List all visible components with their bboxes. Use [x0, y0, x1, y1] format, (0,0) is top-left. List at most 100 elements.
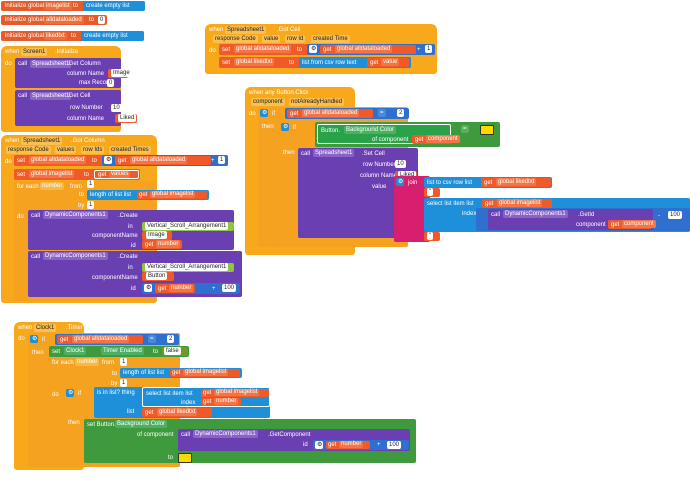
get-component-call-block[interactable]: call DynamicComponents1 .GetComponent id… [178, 429, 410, 451]
var-name[interactable]: imagelist [44, 2, 72, 10]
var-selector[interactable]: global alldataloaded [335, 45, 393, 53]
get-variable-block[interactable]: get component [608, 220, 656, 229]
mutator-gear-icon[interactable]: ⚙ [309, 45, 317, 53]
get-variable-block[interactable]: get values [94, 170, 139, 179]
set-imagelist-block[interactable]: set global imagelist to get values [14, 169, 140, 180]
var-selector[interactable]: global imagelist [497, 199, 543, 207]
loop-var[interactable]: number [40, 182, 65, 190]
var-selector[interactable]: value [381, 58, 400, 66]
var-selector[interactable]: global alldataloaded [29, 156, 87, 164]
component-selector[interactable]: DynamicComponents1 [193, 430, 258, 438]
var-selector[interactable]: global imagelist [150, 191, 196, 198]
var-selector[interactable]: global likedtxt [157, 408, 198, 416]
param-created-times[interactable]: created Times [109, 146, 151, 154]
component-selector[interactable]: DynamicComponents1 [503, 210, 568, 218]
get-variable-block[interactable]: get global alldataloaded [115, 156, 211, 165]
text-quote-block-1[interactable]: " [424, 188, 440, 197]
var-name[interactable]: alldataloaded [44, 16, 84, 24]
property-selector[interactable]: Background Color [344, 126, 397, 134]
param-values[interactable]: values [55, 146, 77, 154]
number-value[interactable]: 0 [107, 79, 115, 87]
var-selector[interactable]: global alldataloaded [234, 45, 292, 53]
var-selector[interactable]: component [426, 135, 460, 143]
eq-operator-dropdown[interactable]: = [461, 125, 469, 133]
boolean-dropdown[interactable]: false [164, 347, 181, 355]
set-any-button-background-block[interactable]: set Button. Background Color of componen… [84, 419, 416, 463]
get-id-call-block[interactable]: call DynamicComponents1 .GetId component… [488, 209, 656, 230]
text-value[interactable]: Liked [398, 171, 417, 179]
select-list-item-block[interactable]: select list item list get global imageli… [142, 387, 270, 407]
eq-operator-dropdown[interactable]: = [148, 335, 156, 343]
var-name[interactable]: likedtxt [44, 32, 67, 40]
number-value[interactable]: 1 [218, 156, 226, 164]
compare-block[interactable]: get global alldataloaded = 2 [55, 334, 179, 345]
get-variable-block[interactable]: get number [201, 398, 241, 406]
var-selector[interactable]: number [156, 240, 181, 248]
set-alldataloaded-block[interactable]: set global alldataloaded to ⚙ get global… [14, 155, 228, 166]
compare-color-block[interactable]: Button. Background Color of component ge… [315, 122, 500, 147]
init-global-alldataloaded-block[interactable]: initialize global alldataloaded to 0 [1, 15, 107, 25]
var-selector[interactable]: global alldataloaded [130, 156, 188, 164]
text-block[interactable]: Liked [115, 114, 137, 123]
text-block[interactable]: Image [142, 231, 172, 240]
mutator-gear-icon[interactable]: ⚙ [281, 123, 289, 131]
number-value[interactable]: 2 [397, 109, 405, 117]
addition-block[interactable]: ⚙ get global alldataloaded + 1 [102, 155, 228, 166]
number-value[interactable]: 10 [111, 104, 122, 112]
yellow-color-swatch[interactable] [480, 125, 494, 135]
var-selector[interactable]: number [169, 284, 194, 292]
get-cell-call-block[interactable]: call Spreadsheet1 .Get Cell row Number 1… [15, 90, 137, 126]
list-from-csv-row-block[interactable]: list from csv row text get value [299, 57, 411, 68]
get-variable-block[interactable]: get global imagelist [137, 191, 207, 199]
number-value[interactable]: 100 [222, 284, 237, 292]
select-list-item-block[interactable]: select list item list get global imageli… [424, 198, 690, 232]
get-variable-block[interactable]: get number [326, 441, 370, 449]
compare-block[interactable]: get global alldataloaded = 2 [285, 108, 409, 119]
number-value[interactable]: 100 [387, 441, 402, 449]
subtraction-block[interactable]: call DynamicComponents1 .GetId component… [476, 208, 690, 231]
text-block[interactable]: Liked [395, 171, 417, 180]
get-variable-block[interactable]: get number [142, 240, 182, 249]
number-value[interactable]: 1 [120, 358, 128, 366]
property-selector[interactable]: Background Color [115, 420, 168, 428]
component-selector[interactable]: DynamicComponents1 [43, 211, 108, 219]
component-block[interactable]: Vertical_Scroll_Arrangement1 [142, 263, 234, 272]
mutator-gear-icon[interactable]: ⚙ [66, 389, 74, 397]
get-variable-block[interactable]: get global imagelist [170, 369, 240, 377]
get-variable-block[interactable]: get number [155, 284, 195, 293]
component-selector[interactable]: Vertical_Scroll_Arrangement1 [145, 222, 229, 230]
text-value[interactable]: Liked [118, 114, 137, 122]
component-selector[interactable]: DynamicComponents1 [43, 252, 108, 260]
set-likedtxt-block[interactable]: set global likedtxt to list from csv row… [219, 57, 411, 68]
number-value[interactable]: 1 [87, 201, 95, 209]
number-value[interactable]: 1 [425, 45, 433, 53]
get-variable-block[interactable]: get global imagelist [482, 199, 552, 208]
get-variable-block[interactable]: get global alldataloaded [287, 109, 373, 118]
var-selector[interactable]: global imagelist [214, 389, 260, 396]
length-of-list-block[interactable]: length of list list get global imagelist [120, 368, 242, 378]
create-empty-list-block[interactable]: create empty list [83, 1, 145, 11]
component-selector[interactable]: Spreadsheet1 [30, 92, 72, 100]
var-selector[interactable]: number [339, 441, 364, 448]
param-row-ids[interactable]: row Ids [81, 146, 105, 154]
dynamic-create-button-block[interactable]: call DynamicComponents1 .Create in Verti… [28, 251, 242, 297]
mutator-gear-icon[interactable]: ⚙ [396, 178, 404, 186]
addition-block[interactable]: ⚙ get global alldataloaded + 1 [307, 44, 435, 55]
addition-block[interactable]: ⚙ get number + 100 [313, 440, 409, 450]
get-variable-block[interactable]: get value [367, 58, 409, 67]
mutator-gear-icon[interactable]: ⚙ [104, 156, 112, 164]
boolean-block[interactable]: false [162, 347, 188, 356]
var-selector[interactable]: number [214, 398, 239, 405]
param-not-already-handled[interactable]: notAlreadyHandled [289, 98, 345, 106]
get-variable-block[interactable]: get global likedtxt [481, 178, 551, 187]
number-value[interactable]: 10 [395, 160, 406, 168]
param-row-id[interactable]: row Id [285, 35, 306, 43]
init-global-likedtxt-block[interactable]: initialize global likedtxt to create emp… [1, 31, 144, 41]
property-selector[interactable]: Timer Enabled [101, 347, 144, 355]
any-button-background-color-block[interactable]: Button. Background Color of component ge… [317, 124, 460, 144]
text-block[interactable]: Button [142, 272, 174, 281]
var-selector[interactable]: global likedtxt [234, 58, 275, 66]
text-value[interactable]: Image [111, 69, 132, 77]
text-value[interactable]: Button [146, 272, 168, 280]
param-response-code[interactable]: response Code [6, 146, 51, 154]
